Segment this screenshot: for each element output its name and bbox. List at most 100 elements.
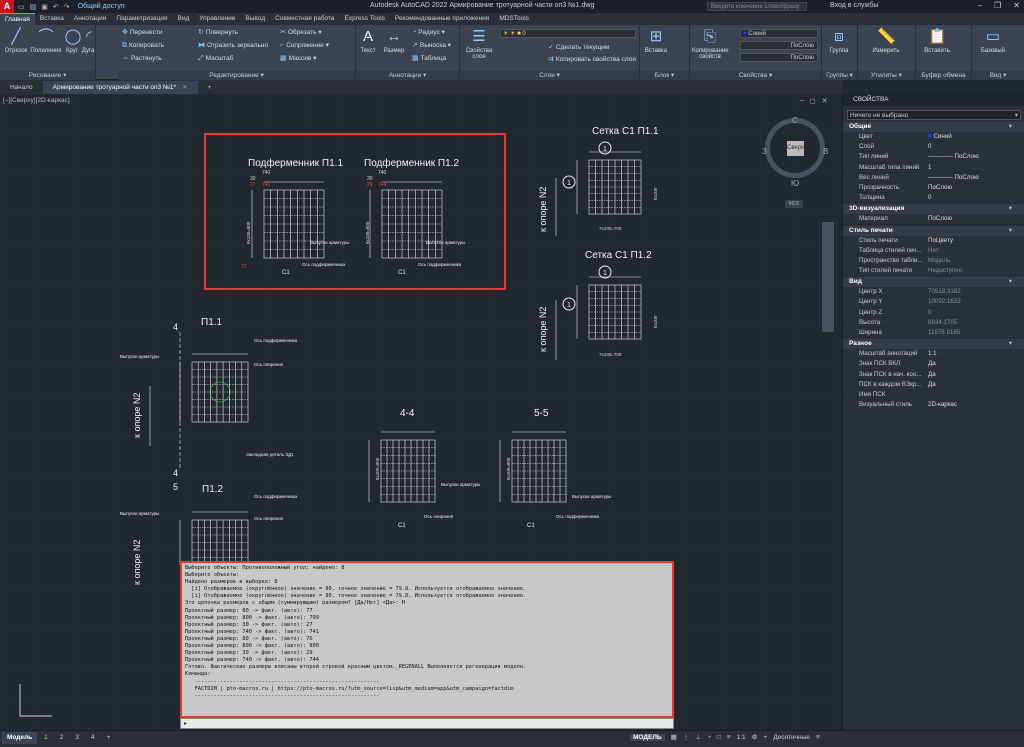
viewcube[interactable]: Сверху xyxy=(765,118,825,178)
ribbon-tab-2[interactable]: Аннотации xyxy=(73,15,107,22)
prop-row[interactable]: Вес линий———— ПоСлою xyxy=(843,173,1024,183)
viewport-label[interactable]: [–][Сверху][2D-каркас] xyxy=(3,97,70,104)
stretch-button[interactable]: ⇔Растянуть xyxy=(122,54,162,64)
base-view-button[interactable]: ▭Базовый xyxy=(978,28,1008,54)
prop-value-wrap[interactable]: ■ Синий xyxy=(925,132,1024,141)
prop-row[interactable]: Имя ПСК xyxy=(843,390,1024,401)
insert-block-button[interactable]: ⊞Вставка xyxy=(642,28,670,54)
polar-toggle-icon[interactable]: ◔ xyxy=(706,733,711,741)
model-space-toggle[interactable]: МОДЕЛЬ xyxy=(630,733,665,741)
ribbon-tab-10[interactable]: MDSTools xyxy=(499,15,529,22)
match-properties-button[interactable]: ⎘Копирование свойств xyxy=(692,28,729,60)
command-input[interactable]: ▸ xyxy=(180,718,674,729)
prop-row[interactable]: Таблица стилей печ...Нет xyxy=(843,246,1024,256)
osnap-toggle-icon[interactable]: □ xyxy=(716,733,721,741)
prop-section-2[interactable]: Стиль печати xyxy=(843,225,1024,236)
panel-utilities-title[interactable]: Утилиты ▾ xyxy=(858,71,915,80)
array-button[interactable]: ▦Массив ▾ xyxy=(280,54,316,64)
ribbon-tab-3[interactable]: Параметризация xyxy=(116,15,168,22)
layout-tab-2[interactable]: 2 xyxy=(59,734,64,741)
mirror-button[interactable]: ⧓Отразить зеркально xyxy=(198,41,268,51)
match-layer-button[interactable]: ⇉Копировать свойства слоя xyxy=(548,55,636,65)
selection-dropdown[interactable]: Ничего не выбрано xyxy=(847,110,1021,120)
panel-draw-title[interactable]: Рисование ▾ xyxy=(0,71,95,80)
paste-button[interactable]: 📋Вставить xyxy=(922,28,952,54)
customize-menu-icon[interactable]: ≡ xyxy=(815,733,820,741)
ribbon-tab-1[interactable]: Вставка xyxy=(39,15,64,22)
lineweight-dropdown[interactable]: ПоСлою xyxy=(740,53,818,62)
redo-icon[interactable]: ↷ xyxy=(63,3,70,11)
rotate-button[interactable]: ↻Повернуть xyxy=(198,28,238,38)
panel-block-title[interactable]: Блок ▾ xyxy=(640,71,689,80)
panel-clipboard-title[interactable]: Буфер обмена xyxy=(916,71,971,80)
share-button[interactable]: Общий доступ xyxy=(77,3,125,10)
prop-value[interactable]: Да xyxy=(928,380,936,388)
table-button[interactable]: ▦Таблица xyxy=(412,54,446,64)
login-button[interactable]: Вход в службы xyxy=(830,2,879,9)
arc-button[interactable]: ◜Дуга xyxy=(80,28,96,54)
open-icon[interactable]: ▤ xyxy=(29,3,37,11)
new-icon[interactable]: ▭ xyxy=(18,3,25,11)
leader-button[interactable]: ↗Выноска ▾ xyxy=(412,41,451,51)
trim-button[interactable]: ✂Обрезать ▾ xyxy=(280,28,322,38)
line-button[interactable]: ╱Отрезок xyxy=(2,28,30,54)
settings-gear-icon[interactable]: ⚙ xyxy=(751,734,758,741)
prop-value[interactable]: Нет xyxy=(928,246,939,254)
prop-value[interactable]: ПоСлою xyxy=(928,183,953,191)
layer-properties-button[interactable]: ☰Свойства слоя xyxy=(462,28,496,60)
layout-tab-5[interactable]: + xyxy=(106,734,111,741)
compass-north[interactable]: С xyxy=(792,116,798,125)
prop-value[interactable]: 0 xyxy=(928,194,932,202)
wcs-menu[interactable]: МСК xyxy=(785,200,803,208)
viewport-close-icon[interactable]: ✕ xyxy=(821,98,828,105)
minimize-icon[interactable]: – xyxy=(977,1,983,10)
dimension-button[interactable]: ↔Размер xyxy=(380,28,408,54)
save-icon[interactable]: ▣ xyxy=(41,3,48,11)
panel-properties-title[interactable]: Свойства ▾ xyxy=(690,71,821,80)
navigation-bar[interactable] xyxy=(822,222,834,332)
prop-value[interactable]: ПоСлою xyxy=(928,215,953,223)
prop-section-1[interactable]: 3D-визуализация xyxy=(843,204,1024,215)
prop-value[interactable]: Модель xyxy=(928,256,951,264)
tab-document[interactable]: Армирование тротуарной части оп3 №1*✕ xyxy=(42,81,198,94)
ribbon-tab-4[interactable]: Вид xyxy=(177,15,190,22)
viewcube-top-face[interactable]: Сверху xyxy=(787,141,807,156)
snap-toggle-icon[interactable]: ⋮ xyxy=(682,734,690,741)
lineweight-toggle-icon[interactable]: ≡ xyxy=(726,733,731,741)
viewport-minimize-icon[interactable]: – xyxy=(800,97,804,104)
prop-value[interactable]: 70518.3182 xyxy=(928,288,961,296)
layout-tab-0[interactable]: Модель xyxy=(2,732,38,744)
annotation-scale[interactable]: 1:1 xyxy=(736,733,746,741)
plus-icon[interactable]: + xyxy=(763,733,768,741)
scale-button[interactable]: ⤢Масштаб xyxy=(198,54,233,64)
close-icon[interactable]: ✕ xyxy=(1013,1,1020,10)
panel-view-title[interactable]: Вид ▾ xyxy=(972,71,1024,80)
prop-row[interactable]: ПСК в каждом ВЭкр...Да xyxy=(843,380,1024,390)
ribbon-tab-6[interactable]: Вывод xyxy=(245,15,266,22)
prop-value[interactable]: 0 xyxy=(928,308,932,316)
prop-value[interactable]: Да xyxy=(928,370,936,378)
prop-row[interactable]: Тип линий———— ПоСлою xyxy=(843,152,1024,163)
panel-annotation-title[interactable]: Аннотации ▾ xyxy=(356,71,459,80)
group-button[interactable]: ⧈Группа xyxy=(824,28,854,54)
move-button[interactable]: ✥Перенести xyxy=(122,28,162,38)
panel-layers-title[interactable]: Слои ▾ xyxy=(460,71,639,80)
prop-value[interactable]: 0 xyxy=(928,143,932,151)
layout-tab-4[interactable]: 4 xyxy=(91,734,95,741)
layout-tab-1[interactable]: 1 xyxy=(44,734,48,741)
new-tab-button[interactable]: + xyxy=(207,84,212,91)
layout-tab-3[interactable]: 3 xyxy=(75,734,80,741)
ortho-toggle-icon[interactable]: ⊥ xyxy=(695,734,701,741)
